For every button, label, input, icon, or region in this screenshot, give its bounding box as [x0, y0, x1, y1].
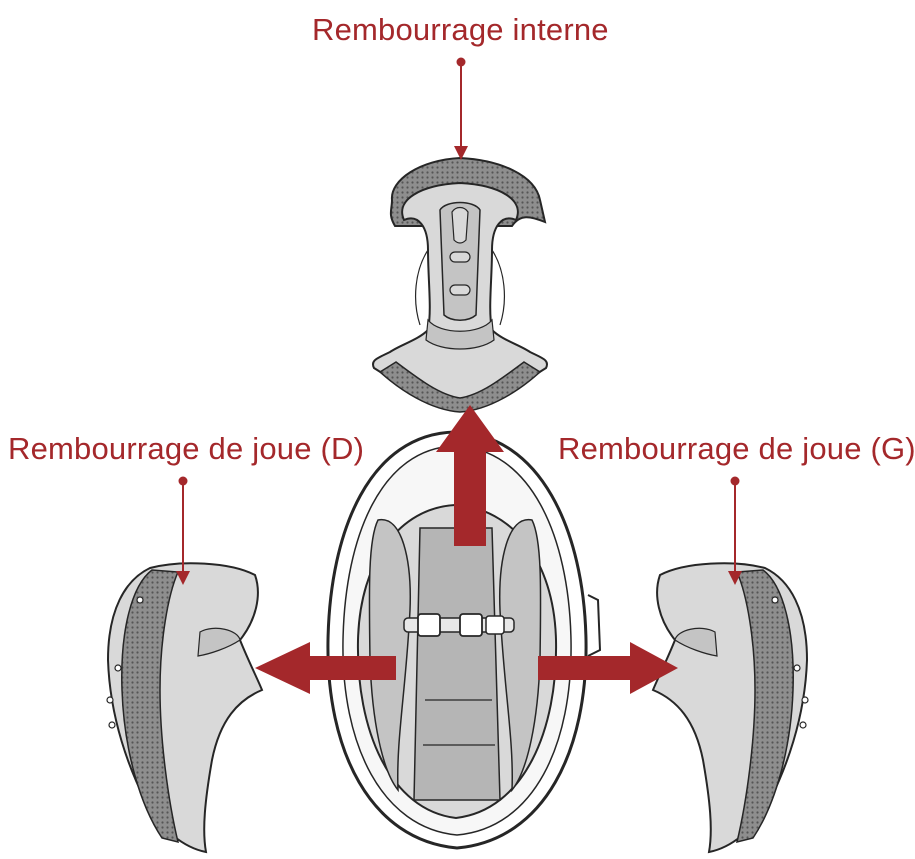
cheek-pad-left-pointer — [728, 476, 742, 585]
inner-pad-label: Rembourrage interne — [312, 12, 609, 47]
cheek-pad-right-label: Rembourrage de joue (D) — [8, 431, 365, 466]
arrow-up — [436, 405, 504, 546]
cheek-pad-right — [106, 562, 264, 854]
arrow-left — [255, 642, 396, 694]
cheek-pad-left-label: Rembourrage de joue (G) — [558, 431, 915, 466]
cheek-pad-left — [651, 562, 809, 854]
inner-pad — [372, 156, 548, 413]
arrow-right — [538, 642, 678, 694]
helmet-shell — [326, 430, 602, 850]
cheek-pad-right-pointer — [176, 476, 190, 585]
inner-pad-pointer — [454, 57, 468, 160]
